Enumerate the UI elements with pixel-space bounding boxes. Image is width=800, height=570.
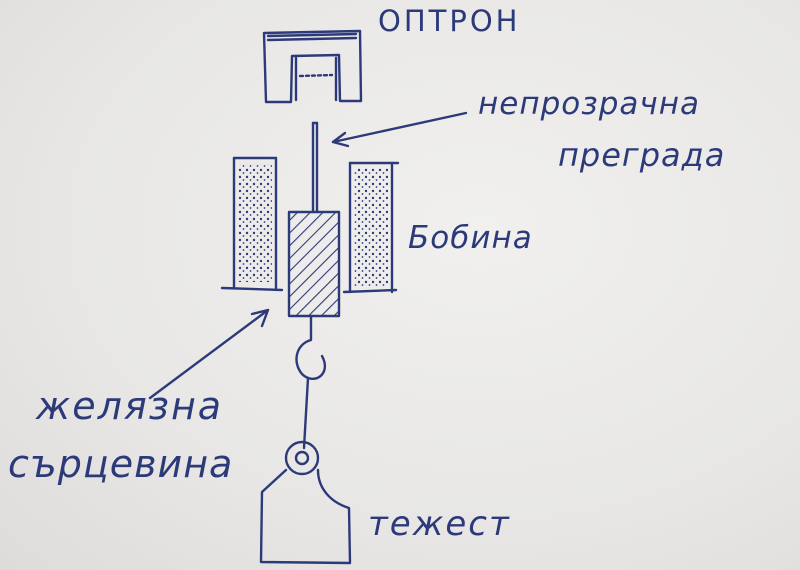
label-optron: ОПТРОН — [378, 4, 521, 38]
label-iron-core-line1: желязна — [36, 384, 224, 428]
optocoupler — [262, 29, 363, 104]
opaque-barrier — [311, 121, 319, 214]
string — [302, 376, 310, 450]
coil-left-winding — [220, 156, 284, 292]
label-iron-core-line2: сърцевина — [8, 442, 234, 486]
arrow-iron-core — [148, 308, 270, 400]
hook — [295, 314, 326, 380]
label-opaque-barrier-line1: непрозрачна — [478, 86, 700, 122]
iron-core — [287, 210, 341, 318]
coil-right-winding — [342, 161, 400, 294]
label-coil: Бобина — [408, 220, 533, 256]
label-opaque-barrier-line2: преграда — [558, 136, 726, 174]
weight — [259, 440, 352, 565]
label-weight: тежест — [368, 504, 511, 544]
arrow-opaque-barrier — [331, 111, 468, 148]
